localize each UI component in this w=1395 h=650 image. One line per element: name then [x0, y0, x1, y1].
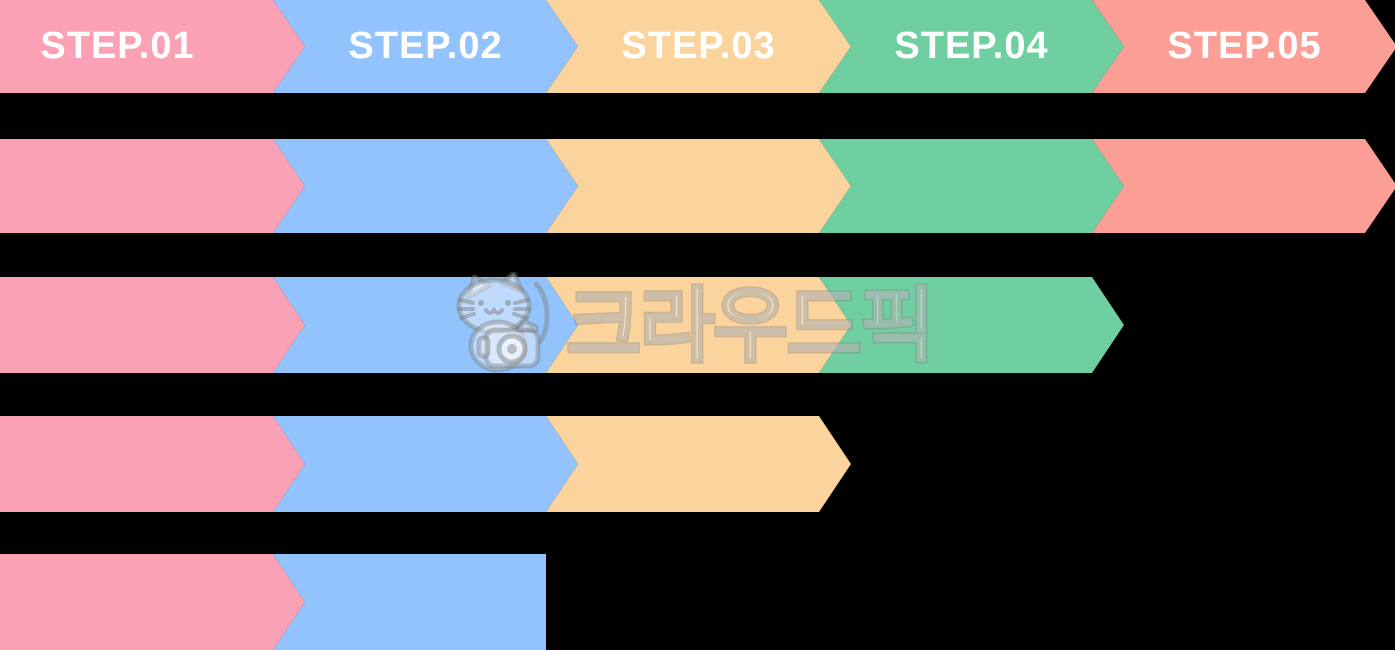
chevron-segment-step3	[546, 416, 851, 512]
chevron-segment-step1: STEP.01	[0, 0, 305, 93]
step-label-3: STEP.03	[621, 25, 776, 67]
chevron-segment-step4	[819, 139, 1124, 233]
chevron-segment-step1	[0, 277, 305, 373]
chevron-segment-step2	[273, 554, 546, 650]
step-label-2: STEP.02	[348, 25, 503, 67]
chevron-segment-step2	[273, 139, 578, 233]
chevron-row-4	[0, 416, 1395, 512]
chevron-segment-step2	[273, 416, 578, 512]
chevron-segment-step1	[0, 554, 305, 650]
chevron-row-5	[0, 554, 1395, 650]
chevron-segment-step4: STEP.04	[819, 0, 1124, 93]
chevron-segment-step1	[0, 139, 305, 233]
chevron-segment-step1	[0, 416, 305, 512]
step-label-5: STEP.05	[1167, 25, 1322, 67]
chevron-segment-step5	[1092, 139, 1395, 233]
chevron-row-3	[0, 277, 1395, 373]
chevron-segment-step2	[273, 277, 578, 373]
chevron-segment-step3	[546, 277, 851, 373]
chevron-segment-step5: STEP.05	[1092, 0, 1395, 93]
chevron-segment-step2: STEP.02	[273, 0, 578, 93]
chevron-row-2	[0, 139, 1395, 233]
chevron-segment-step3: STEP.03	[546, 0, 851, 93]
chevron-segment-step4	[819, 277, 1124, 373]
chevron-segment-step3	[546, 139, 851, 233]
chevron-row-1: STEP.01 STEP.02 STEP.03 STEP.04 STEP.05	[0, 0, 1395, 93]
step-label-1: STEP.01	[40, 25, 195, 67]
step-label-4: STEP.04	[894, 25, 1049, 67]
